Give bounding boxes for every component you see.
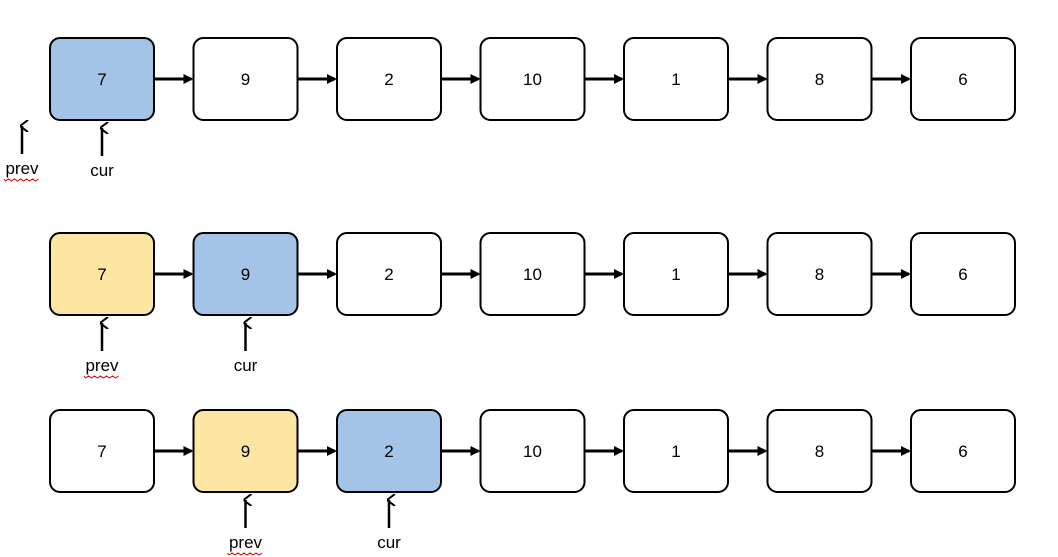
node-value: 2 xyxy=(384,442,393,461)
node-value: 2 xyxy=(384,70,393,89)
node-value: 10 xyxy=(523,265,542,284)
node-value: 8 xyxy=(815,442,824,461)
pointer-label-cur: cur xyxy=(377,533,401,552)
node-value: 1 xyxy=(671,265,680,284)
node-value: 9 xyxy=(241,265,250,284)
node-value: 2 xyxy=(384,265,393,284)
list-node: 1 xyxy=(623,409,729,493)
pointer-label-cur: cur xyxy=(234,356,258,375)
pointer-label-cur: cur xyxy=(90,161,114,180)
list-node: 8 xyxy=(766,409,873,493)
list-node: 2 xyxy=(336,409,442,493)
node-value: 6 xyxy=(958,265,967,284)
pointer-cur: cur xyxy=(90,128,114,180)
node-box-default xyxy=(910,37,1016,121)
list-node: 7 xyxy=(49,232,155,316)
spellcheck-underline xyxy=(3,178,39,182)
pointer-prev: prev xyxy=(83,323,119,379)
list-node: 10 xyxy=(479,409,586,493)
pointer-label-prev: prev xyxy=(229,533,263,552)
list-node: 6 xyxy=(910,409,1016,493)
pointer-label-prev: prev xyxy=(85,356,119,375)
node-value: 7 xyxy=(97,265,106,284)
node-value: 7 xyxy=(97,442,106,461)
node-value: 9 xyxy=(241,70,250,89)
pointer-cur: cur xyxy=(234,323,258,375)
node-value: 6 xyxy=(958,70,967,89)
list-node: 6 xyxy=(910,37,1016,121)
pointer-label-prev: prev xyxy=(5,159,39,178)
list-node: 7 xyxy=(49,37,155,121)
list-node: 1 xyxy=(623,37,729,121)
node-value: 1 xyxy=(671,442,680,461)
list-node: 9 xyxy=(192,409,299,493)
pointer-cur: cur xyxy=(377,500,401,552)
list-node: 9 xyxy=(192,37,299,121)
list-node: 2 xyxy=(336,232,442,316)
spellcheck-underline xyxy=(83,375,119,379)
node-value: 9 xyxy=(241,442,250,461)
node-value: 7 xyxy=(97,70,106,89)
node-value: 6 xyxy=(958,442,967,461)
list-node: 1 xyxy=(623,232,729,316)
pointer-prev: prev xyxy=(227,500,263,556)
list-node: 10 xyxy=(479,37,586,121)
list-node: 8 xyxy=(766,37,873,121)
list-node: 8 xyxy=(766,232,873,316)
node-value: 10 xyxy=(523,70,542,89)
pointer-prev: prev xyxy=(3,126,39,182)
list-node: 10 xyxy=(479,232,586,316)
node-box-default xyxy=(910,409,1016,493)
node-value: 8 xyxy=(815,70,824,89)
node-value: 8 xyxy=(815,265,824,284)
node-value: 10 xyxy=(523,442,542,461)
list-node: 9 xyxy=(192,232,299,316)
list-node: 7 xyxy=(49,409,155,493)
node-value: 1 xyxy=(671,70,680,89)
list-node: 6 xyxy=(910,232,1016,316)
spellcheck-underline xyxy=(227,552,263,556)
list-node: 2 xyxy=(336,37,442,121)
node-box-default xyxy=(910,232,1016,316)
